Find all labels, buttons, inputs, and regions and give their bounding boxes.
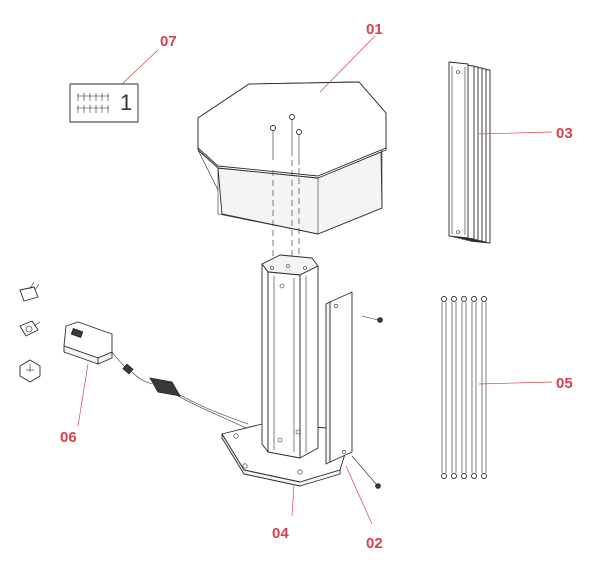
led-tube <box>461 296 467 479</box>
part-01-hexagonal-top <box>197 81 387 262</box>
panel-screw <box>351 455 381 489</box>
led-tube <box>451 296 457 479</box>
part-02-side-panel <box>325 291 383 489</box>
callout-05: 05 <box>556 375 573 392</box>
callout-07: 07 <box>160 33 177 50</box>
part-03-panel-stack <box>448 61 491 244</box>
leader-lines <box>77 35 553 525</box>
part-05-led-tubes <box>441 296 487 479</box>
plug-us <box>19 281 40 302</box>
plug-eu <box>19 320 41 337</box>
part-07-screw-kit: 1 <box>69 83 139 123</box>
callouts: 01 02 03 04 05 06 07 <box>60 21 573 552</box>
led-tube <box>441 296 447 479</box>
column-body <box>261 254 319 459</box>
callout-04: 04 <box>272 525 289 542</box>
callout-06: 06 <box>60 429 77 446</box>
callout-02: 02 <box>366 535 383 552</box>
plug-uk <box>19 359 41 383</box>
led-tube <box>471 296 477 479</box>
part-06-power-adapter <box>19 281 249 429</box>
screw-kit-screws <box>77 93 109 113</box>
callout-01: 01 <box>366 21 383 38</box>
callout-03: 03 <box>556 125 573 142</box>
top-screws <box>270 114 302 165</box>
panel-screw <box>361 315 383 323</box>
screw-kit-quantity: 1 <box>120 90 132 115</box>
led-tube <box>481 296 487 479</box>
